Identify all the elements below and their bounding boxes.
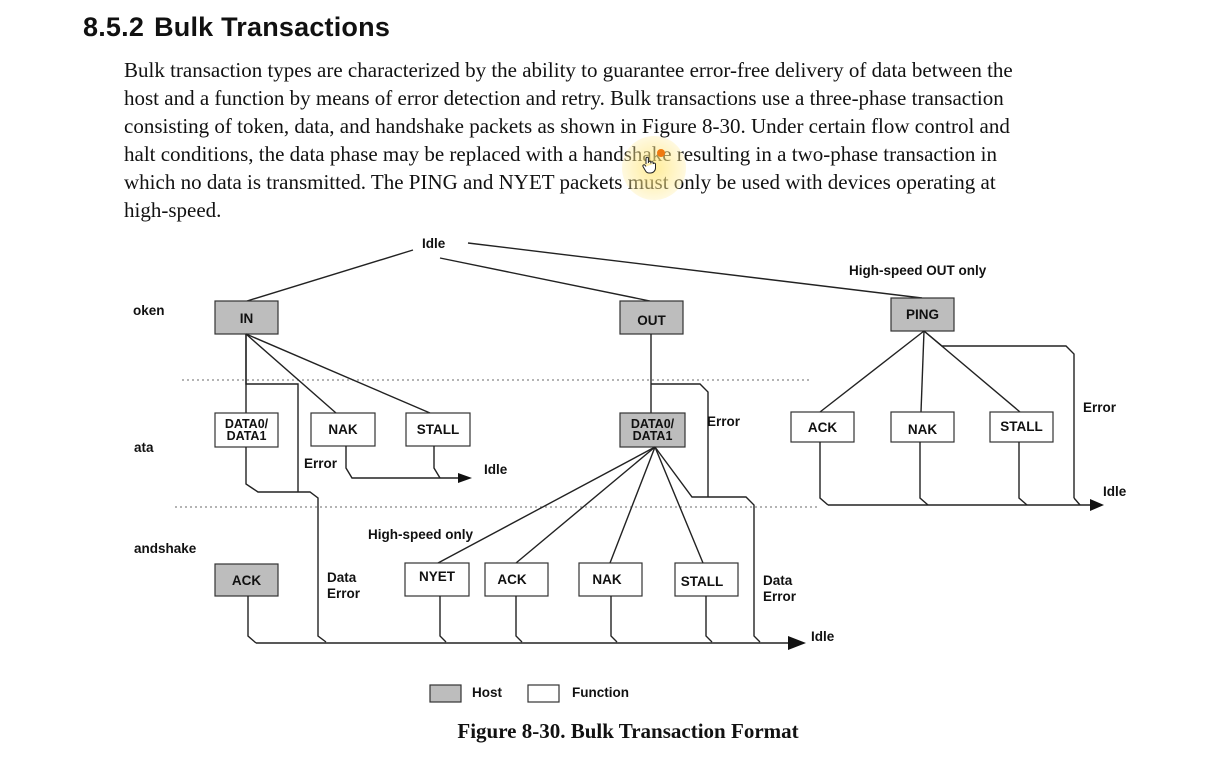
section-title: Bulk Transactions	[154, 12, 391, 42]
in-data-error-label-2: Error	[327, 586, 361, 601]
high-speed-only-label: High-speed only	[368, 527, 473, 542]
legend-host-label: Host	[472, 685, 503, 700]
out-error-label: Error	[707, 414, 741, 429]
legend-function-swatch	[527, 684, 560, 703]
in-ack-label: ACK	[232, 573, 261, 588]
out-stall-box	[674, 562, 739, 597]
ping-error-label: Error	[1083, 400, 1117, 415]
out-nyet-label: NYET	[419, 569, 456, 584]
legend-host-swatch	[429, 684, 462, 703]
idle-label-top: Idle	[422, 236, 446, 251]
in-data-box	[214, 412, 279, 448]
ping-token-box	[890, 297, 955, 332]
in-nak-label: NAK	[328, 422, 357, 437]
paragraph-line: Bulk transaction types are characterized…	[124, 58, 1013, 82]
paragraph-line: host and a function by means of error de…	[124, 86, 1004, 110]
out-data-error-label-2: Error	[763, 589, 797, 604]
in-ack-box	[214, 563, 279, 597]
paragraph-line: consisting of token, data, and handshake…	[124, 114, 1010, 138]
in-token-label: IN	[240, 311, 254, 326]
body-paragraph: Bulk transaction types are characterized…	[124, 56, 1124, 224]
in-error-label: Error	[304, 456, 338, 471]
in-data-error-label-1: Data	[327, 570, 357, 585]
out-nyet-box	[404, 562, 470, 597]
phase-label-data: ata	[134, 440, 154, 455]
phase-label-handshake: andshake	[134, 541, 197, 556]
in-data0-label: DATA0/	[225, 417, 269, 431]
section-heading: 8.5.2 Bulk Transactions	[83, 12, 390, 43]
out-token-box	[619, 300, 684, 335]
in-nak-box	[310, 412, 376, 447]
idle-label-ping: Idle	[1103, 484, 1127, 499]
idle-label-in: Idle	[484, 462, 508, 477]
ping-ack-box	[790, 411, 855, 443]
out-data-box	[619, 412, 686, 448]
ping-stall-box	[989, 411, 1054, 443]
out-data1-label: DATA1	[633, 429, 673, 443]
paragraph-line: which no data is transmitted. The PING a…	[124, 170, 996, 194]
paragraph-line: high-speed.	[124, 198, 222, 222]
out-stall-label: STALL	[681, 574, 724, 589]
out-ack-label: ACK	[497, 572, 526, 587]
figure-caption: Figure 8-30. Bulk Transaction Format	[457, 719, 799, 743]
ping-nak-box	[890, 411, 955, 443]
ping-ack-label: ACK	[808, 420, 837, 435]
out-ack-box	[484, 562, 549, 597]
ping-token-label: PING	[906, 307, 939, 322]
cursor-click-dot	[657, 149, 665, 157]
in-data1-label: DATA1	[227, 429, 267, 443]
paragraph-line: halt conditions, the data phase may be r…	[124, 142, 997, 166]
out-data0-label: DATA0/	[631, 417, 675, 431]
in-stall-box	[405, 412, 471, 447]
out-nak-box	[578, 562, 643, 597]
idle-label-bottom: Idle	[811, 629, 835, 644]
out-data-error-label-1: Data	[763, 573, 793, 588]
ping-stall-label: STALL	[1000, 419, 1043, 434]
in-stall-label: STALL	[417, 422, 460, 437]
section-number: 8.5.2	[83, 12, 145, 42]
hand-cursor-icon	[642, 156, 656, 174]
legend-function-label: Function	[572, 685, 629, 700]
out-nak-label: NAK	[592, 572, 621, 587]
high-speed-out-only-label: High-speed OUT only	[849, 263, 987, 278]
out-token-label: OUT	[637, 313, 666, 328]
ping-nak-label: NAK	[908, 422, 937, 437]
phase-label-token: oken	[133, 303, 165, 318]
